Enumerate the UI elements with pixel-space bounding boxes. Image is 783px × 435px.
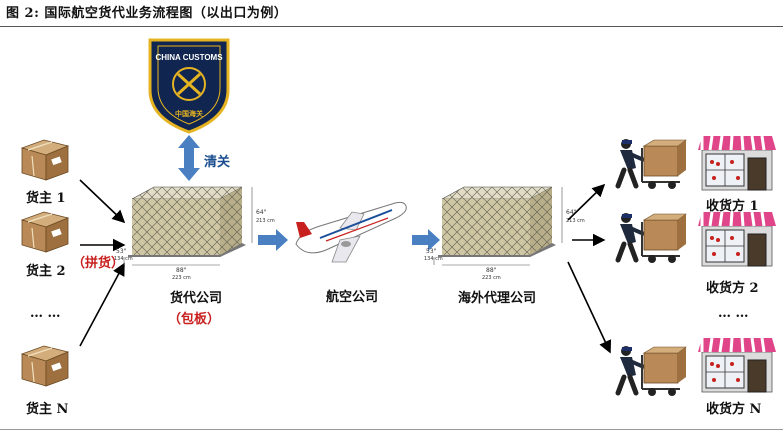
parcel-icon (21, 139, 69, 181)
airplane-icon (295, 201, 407, 263)
consignee-arrow (567, 183, 606, 221)
consignee-label-ellipsis: … … (718, 306, 749, 321)
pallet-dim-width: 88" (176, 267, 187, 274)
consolidation-label: （拼货） (72, 256, 125, 271)
bottom-rule (0, 429, 783, 430)
consignee-label-n: 收货方 N (706, 402, 762, 417)
customs-emblem (148, 38, 230, 134)
pallet-dim-depth: 53" (426, 248, 437, 255)
porter-icon (618, 346, 686, 396)
consignee-label-1: 收货方 1 (706, 199, 759, 214)
pallet-icon (123, 186, 253, 266)
agent-label: 海外代理公司 (458, 291, 537, 306)
pallet-dim-height-cm: 213 cm (566, 218, 585, 224)
flow-arrow-to-airline (258, 229, 288, 251)
shipper-label-1: 货主 1 (26, 191, 66, 206)
airline-label: 航空公司 (326, 290, 379, 305)
pallet-dim-height: 64" (566, 209, 577, 216)
storefront-icon (696, 134, 778, 192)
flow-arrow-to-agent (412, 229, 440, 251)
top-rule (0, 26, 783, 27)
pallet-dim-depth-cm: 134 cm (424, 256, 443, 262)
storefront-icon (696, 336, 778, 394)
customs-emblem-text: CHINA CUSTOMS (155, 53, 223, 62)
forwarder-label: 货代公司 (170, 291, 223, 306)
pallet-dim-width-cm: 223 cm (172, 275, 191, 281)
pallet-dim-depth-cm: 134 cm (114, 256, 133, 262)
consignee-label-2: 收货方 2 (706, 281, 759, 296)
pallet-dim-width: 88" (486, 267, 497, 274)
parcel-icon (21, 211, 69, 253)
shipper-label-2: 货主 2 (26, 264, 66, 279)
shipper-label-ellipsis: … … (30, 306, 61, 321)
shipper-arrow (79, 262, 125, 347)
parcel-icon (21, 345, 69, 387)
figure-title: 图 2: 国际航空货代业务流程图（以出口为例） (6, 6, 288, 21)
shipper-label-n: 货主 N (26, 402, 69, 417)
forwarder-sub-label: （包板） (168, 312, 221, 327)
customs-double-arrow (178, 135, 200, 181)
pallet-dim-height-cm: 213 cm (256, 218, 275, 224)
pallet-dim-height: 64" (256, 209, 267, 216)
customs-clearance-label: 清关 (204, 155, 231, 170)
storefront-icon (696, 210, 778, 268)
pallet-dim-width-cm: 223 cm (482, 275, 501, 281)
porter-icon (618, 213, 686, 263)
shipper-arrow (79, 179, 126, 224)
porter-icon (618, 139, 686, 189)
pallet-dim-depth: 53" (116, 248, 127, 255)
customs-emblem-cn: 中国海关 (175, 109, 203, 118)
pallet-icon (433, 186, 563, 266)
consignee-arrow (567, 261, 612, 354)
